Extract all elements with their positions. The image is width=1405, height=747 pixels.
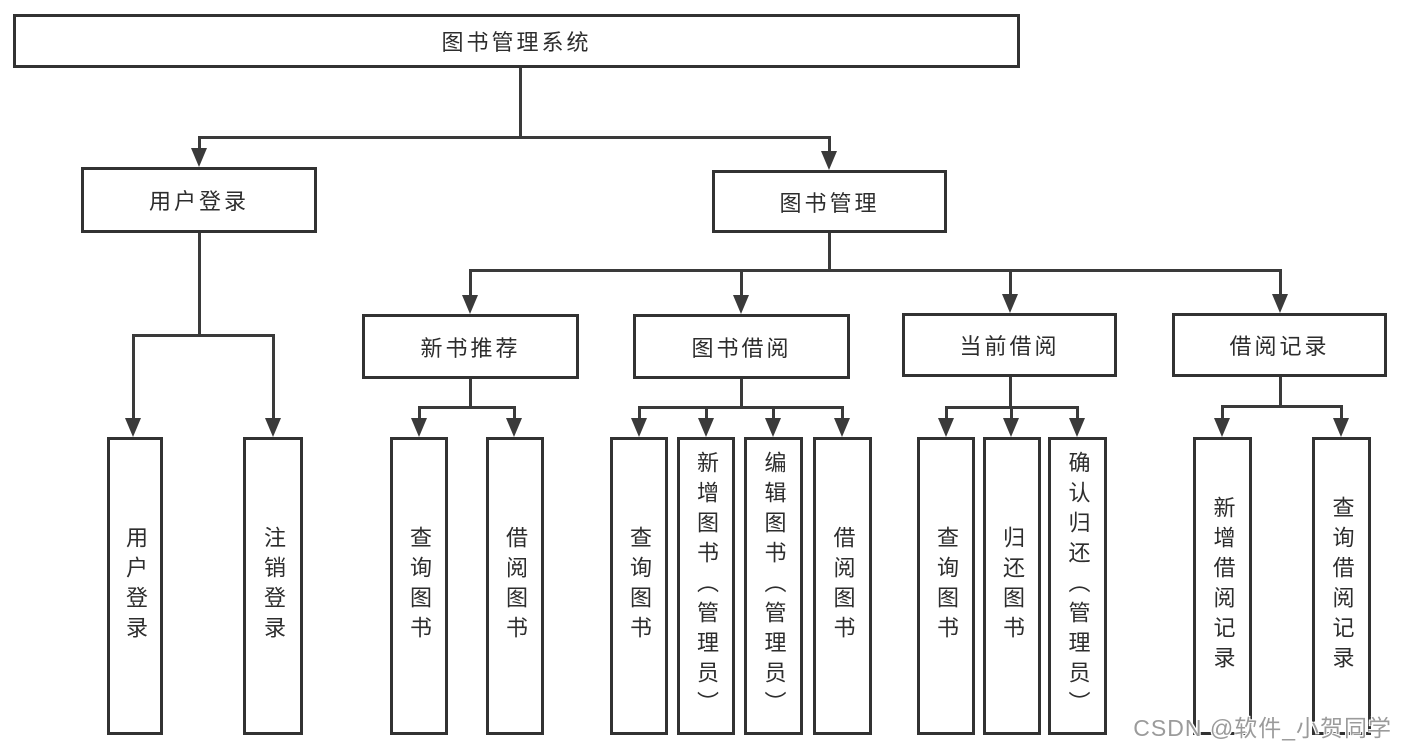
arrowhead-down-icon [821,151,837,170]
arrowhead-down-icon [733,295,749,314]
leaf-current-query-book: 查询图书 [917,437,975,735]
node-book-borrow: 图书借阅 [633,314,850,379]
connector-line [132,334,275,337]
connector-line [740,379,743,409]
leaf-records-query-record: 查询借阅记录 [1312,437,1371,735]
connector-line [519,68,522,139]
leaf-current-query-book-label: 查询图书 [934,526,959,646]
connector-line [1279,377,1282,408]
leaf-current-return-book: 归还图书 [983,437,1041,735]
arrowhead-down-icon [698,418,714,437]
node-user-login: 用户登录 [81,167,317,233]
arrowhead-down-icon [125,418,141,437]
leaf-records-add-record: 新增借阅记录 [1193,437,1252,735]
arrowhead-down-icon [834,418,850,437]
node-user-login-label: 用户登录 [148,189,249,214]
connector-line [828,137,831,163]
leaf-borrow-edit-book-admin: 编辑图书（管理员） [744,437,803,735]
node-root-label: 图书管理系统 [441,30,592,55]
leaf-borrow-edit-book-admin-label: 编辑图书（管理员） [761,451,787,721]
leaf-borrow-query-book-label: 查询图书 [627,526,652,646]
node-book-management: 图书管理 [712,170,947,233]
node-borrow-records-label: 借阅记录 [1229,334,1330,359]
arrowhead-down-icon [1003,418,1019,437]
connector-line [945,406,1079,409]
leaf-borrow-add-book-admin: 新增图书（管理员） [677,437,735,735]
leaf-borrow-add-book-admin-label: 新增图书（管理员） [694,451,719,721]
leaf-user-login: 用户登录 [107,437,163,735]
connector-line [198,233,201,337]
arrowhead-down-icon [1272,294,1288,313]
connector-line [1221,405,1343,408]
connector-line [828,233,831,272]
leaf-logout: 注销登录 [243,437,303,735]
connector-line [418,406,516,409]
arrowhead-down-icon [411,418,427,437]
node-book-borrow-label: 图书借阅 [691,335,792,361]
connector-line [132,335,135,430]
leaf-borrow-borrow-book-label: 借阅图书 [830,526,856,646]
leaf-recommend-borrow-book-label: 借阅图书 [503,526,528,646]
leaf-borrow-query-book: 查询图书 [610,437,668,735]
node-new-book-recommend-label: 新书推荐 [420,335,521,361]
leaf-records-add-record-label: 新增借阅记录 [1210,496,1236,676]
arrowhead-down-icon [938,418,954,437]
leaf-logout-label: 注销登录 [261,526,286,646]
leaf-recommend-query-book-label: 查询图书 [407,526,432,646]
arrowhead-down-icon [1069,418,1085,437]
leaf-recommend-query-book: 查询图书 [390,437,448,735]
leaf-current-confirm-return-admin: 确认归还（管理员） [1048,437,1107,735]
leaf-recommend-borrow-book: 借阅图书 [486,437,544,735]
connector-line [638,406,844,409]
arrowhead-down-icon [191,148,207,167]
arrowhead-down-icon [265,418,281,437]
connector-line [1279,270,1282,306]
connector-line [469,270,472,307]
connector-line [469,379,472,409]
node-book-management-label: 图书管理 [779,190,880,216]
leaf-current-confirm-return-admin-label: 确认归还（管理员） [1065,451,1091,721]
leaf-borrow-borrow-book: 借阅图书 [813,437,872,735]
leaf-user-login-label: 用户登录 [123,526,148,646]
connector-line [740,270,743,307]
connector-line [469,269,1282,272]
connector-line [198,136,831,139]
node-borrow-records: 借阅记录 [1172,313,1387,377]
arrowhead-down-icon [1214,418,1230,437]
connector-line [1009,377,1012,409]
connector-line [1009,270,1012,306]
arrowhead-down-icon [462,295,478,314]
csdn-watermark: CSDN @软件_小贺同学 [1133,715,1392,741]
arrowhead-down-icon [1333,418,1349,437]
arrowhead-down-icon [506,418,522,437]
node-current-borrow: 当前借阅 [902,313,1117,377]
arrowhead-down-icon [765,418,781,437]
connector-line [272,335,275,430]
arrowhead-down-icon [1002,294,1018,313]
node-current-borrow-label: 当前借阅 [959,334,1060,359]
arrowhead-down-icon [631,418,647,437]
leaf-current-return-book-label: 归还图书 [1000,526,1025,646]
node-new-book-recommend: 新书推荐 [362,314,579,379]
node-root: 图书管理系统 [13,14,1020,68]
leaf-records-query-record-label: 查询借阅记录 [1329,496,1355,676]
